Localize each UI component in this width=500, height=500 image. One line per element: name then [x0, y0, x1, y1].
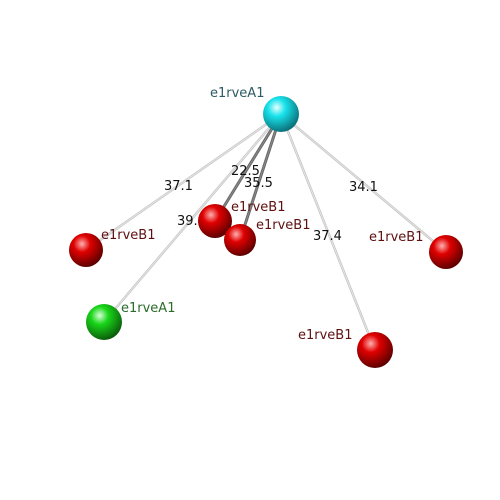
node-labels-layer: e1rveA1 e1rveB1 e1rveB1 e1rveB1 e1rveB1 e1rve… [101, 86, 424, 343]
partner-atom-sphere-red [357, 332, 393, 368]
link-highlight [214, 113, 282, 222]
hub-atom-sphere [263, 96, 299, 132]
node-label: e1rveB1 [231, 200, 286, 215]
node-label: e1rveA1 [121, 301, 175, 316]
node-label: e1rveB1 [256, 218, 311, 233]
partner-atom-sphere-red [224, 224, 256, 256]
distance-label: 35.5 [244, 176, 273, 191]
node-label: e1rveB1 [369, 230, 424, 245]
partner-atom-sphere-red [198, 204, 232, 238]
distance-label: 37.1 [164, 179, 193, 194]
partner-atom-sphere-red [69, 233, 103, 267]
distance-label: 37.4 [313, 229, 342, 244]
partner-atom-sphere-green [86, 304, 122, 340]
nodes-layer [69, 96, 463, 368]
node-label: e1rveB1 [101, 228, 156, 243]
links-layer [84, 112, 448, 352]
distance-label: 22.5 [231, 164, 260, 179]
link-highlight [280, 113, 447, 253]
link-line [238, 112, 283, 242]
link-highlight [85, 113, 282, 251]
link-highlight [103, 113, 282, 323]
link-line [213, 112, 283, 223]
distance-label: 34.1 [349, 180, 378, 195]
node-label: e1rveB1 [298, 328, 353, 343]
link-highlight [280, 113, 376, 351]
partner-atom-sphere-red [429, 235, 463, 269]
node-label: e1rveA1 [210, 86, 264, 101]
link-highlight [239, 113, 282, 241]
